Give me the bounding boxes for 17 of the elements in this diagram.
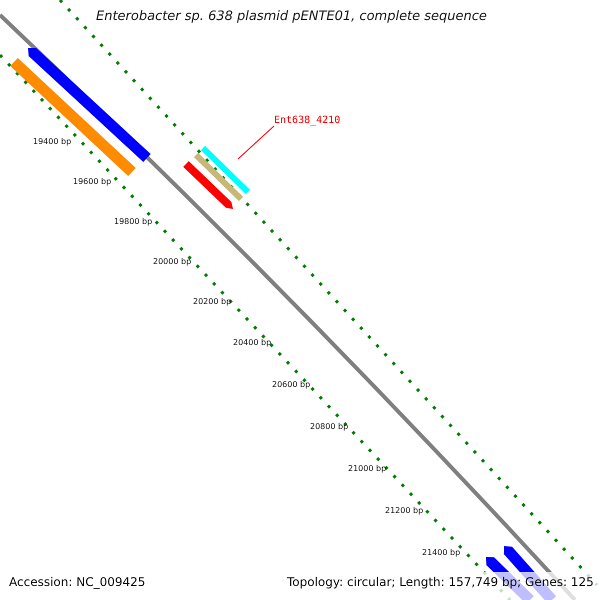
gene-bar — [200, 146, 250, 194]
position-label: 21000 bp — [348, 464, 386, 473]
position-label: 20800 bp — [310, 422, 348, 431]
position-label: 19800 bp — [114, 217, 152, 226]
gene-label: Ent638_4210 — [274, 115, 340, 126]
title: Enterobacter sp. 638 plasmid pENTE01, complete sequence — [96, 9, 487, 24]
position-label: 21400 bp — [422, 548, 460, 557]
leader-line — [238, 126, 274, 160]
position-label: 20200 bp — [193, 297, 232, 306]
summary-text: Topology: circular; Length: 157,749 bp; Genes: 125 — [287, 575, 594, 589]
position-label: 20400 bp — [233, 338, 272, 347]
position-label: 20000 bp — [153, 257, 192, 266]
position-label: 19400 bp — [33, 137, 72, 146]
position-label: 21200 bp — [385, 506, 424, 515]
accession-text: Accession: NC_009425 — [9, 575, 146, 589]
position-label: 19600 bp — [73, 177, 112, 186]
position-label: 20600 bp — [272, 380, 310, 389]
